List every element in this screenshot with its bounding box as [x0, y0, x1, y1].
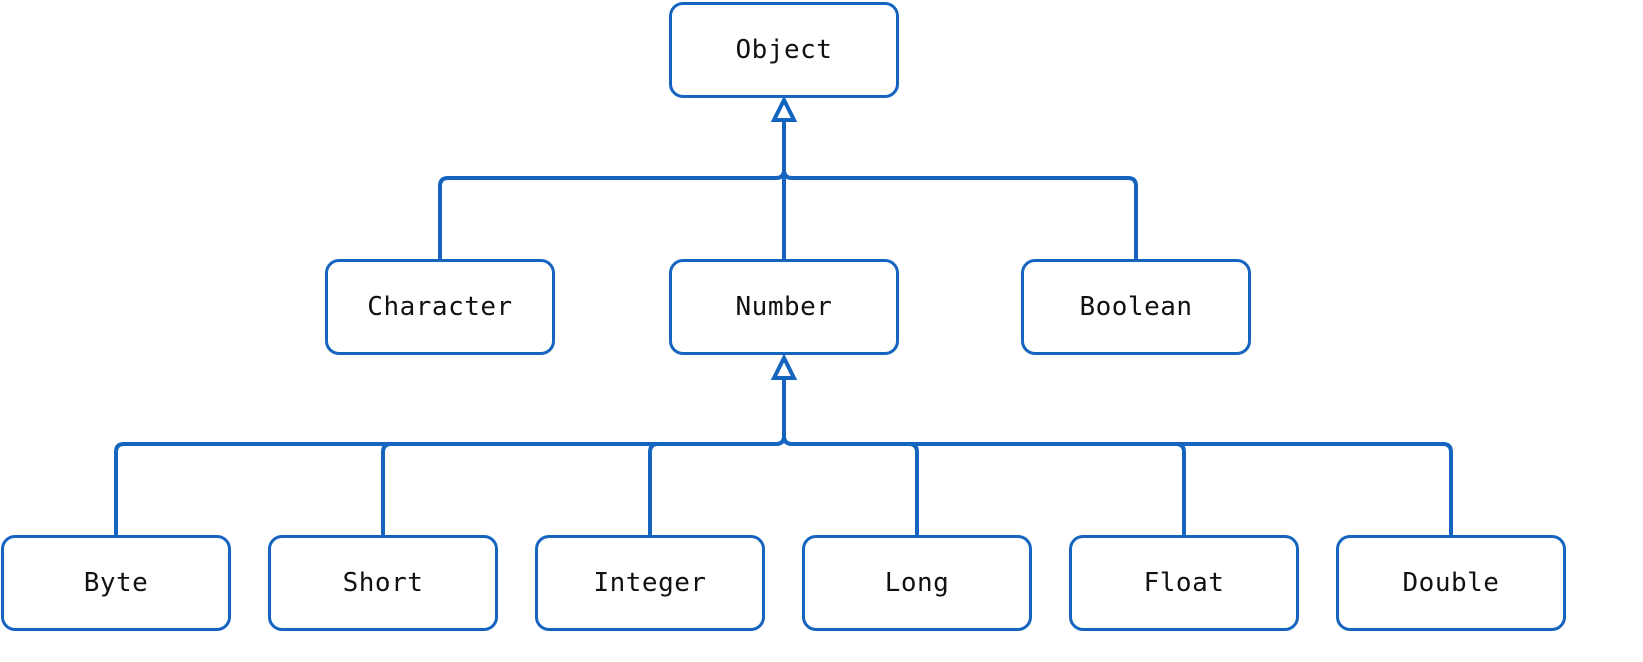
node-byte[interactable]: Byte	[1, 535, 231, 631]
node-number-label: Number	[735, 292, 833, 322]
node-short-label: Short	[342, 568, 424, 598]
edge-long-number	[907, 442, 919, 536]
edge-integer-number	[648, 442, 660, 536]
inheritance-arrowhead-number	[770, 353, 798, 380]
node-integer[interactable]: Integer	[535, 535, 765, 631]
edge-character-object	[438, 118, 786, 260]
node-long[interactable]: Long	[802, 535, 1032, 631]
node-boolean-label: Boolean	[1079, 292, 1193, 322]
inheritance-arrowhead-object	[770, 95, 798, 122]
edge-byte-number	[114, 376, 786, 536]
edge-double-number	[782, 434, 1453, 536]
edge-short-number	[381, 442, 393, 536]
node-double[interactable]: Double	[1336, 535, 1566, 631]
node-object[interactable]: Object	[669, 2, 899, 98]
node-float[interactable]: Float	[1069, 535, 1299, 631]
node-integer-label: Integer	[593, 568, 707, 598]
node-short[interactable]: Short	[268, 535, 498, 631]
edge-float-number	[1174, 442, 1186, 536]
node-byte-label: Byte	[83, 568, 149, 598]
node-number[interactable]: Number	[669, 259, 899, 355]
node-character[interactable]: Character	[325, 259, 555, 355]
node-double-label: Double	[1402, 568, 1500, 598]
node-float-label: Float	[1143, 568, 1225, 598]
node-boolean[interactable]: Boolean	[1021, 259, 1251, 355]
edge-boolean-object	[782, 168, 1138, 260]
node-long-label: Long	[884, 568, 950, 598]
node-object-label: Object	[735, 35, 833, 65]
node-character-label: Character	[367, 292, 513, 322]
